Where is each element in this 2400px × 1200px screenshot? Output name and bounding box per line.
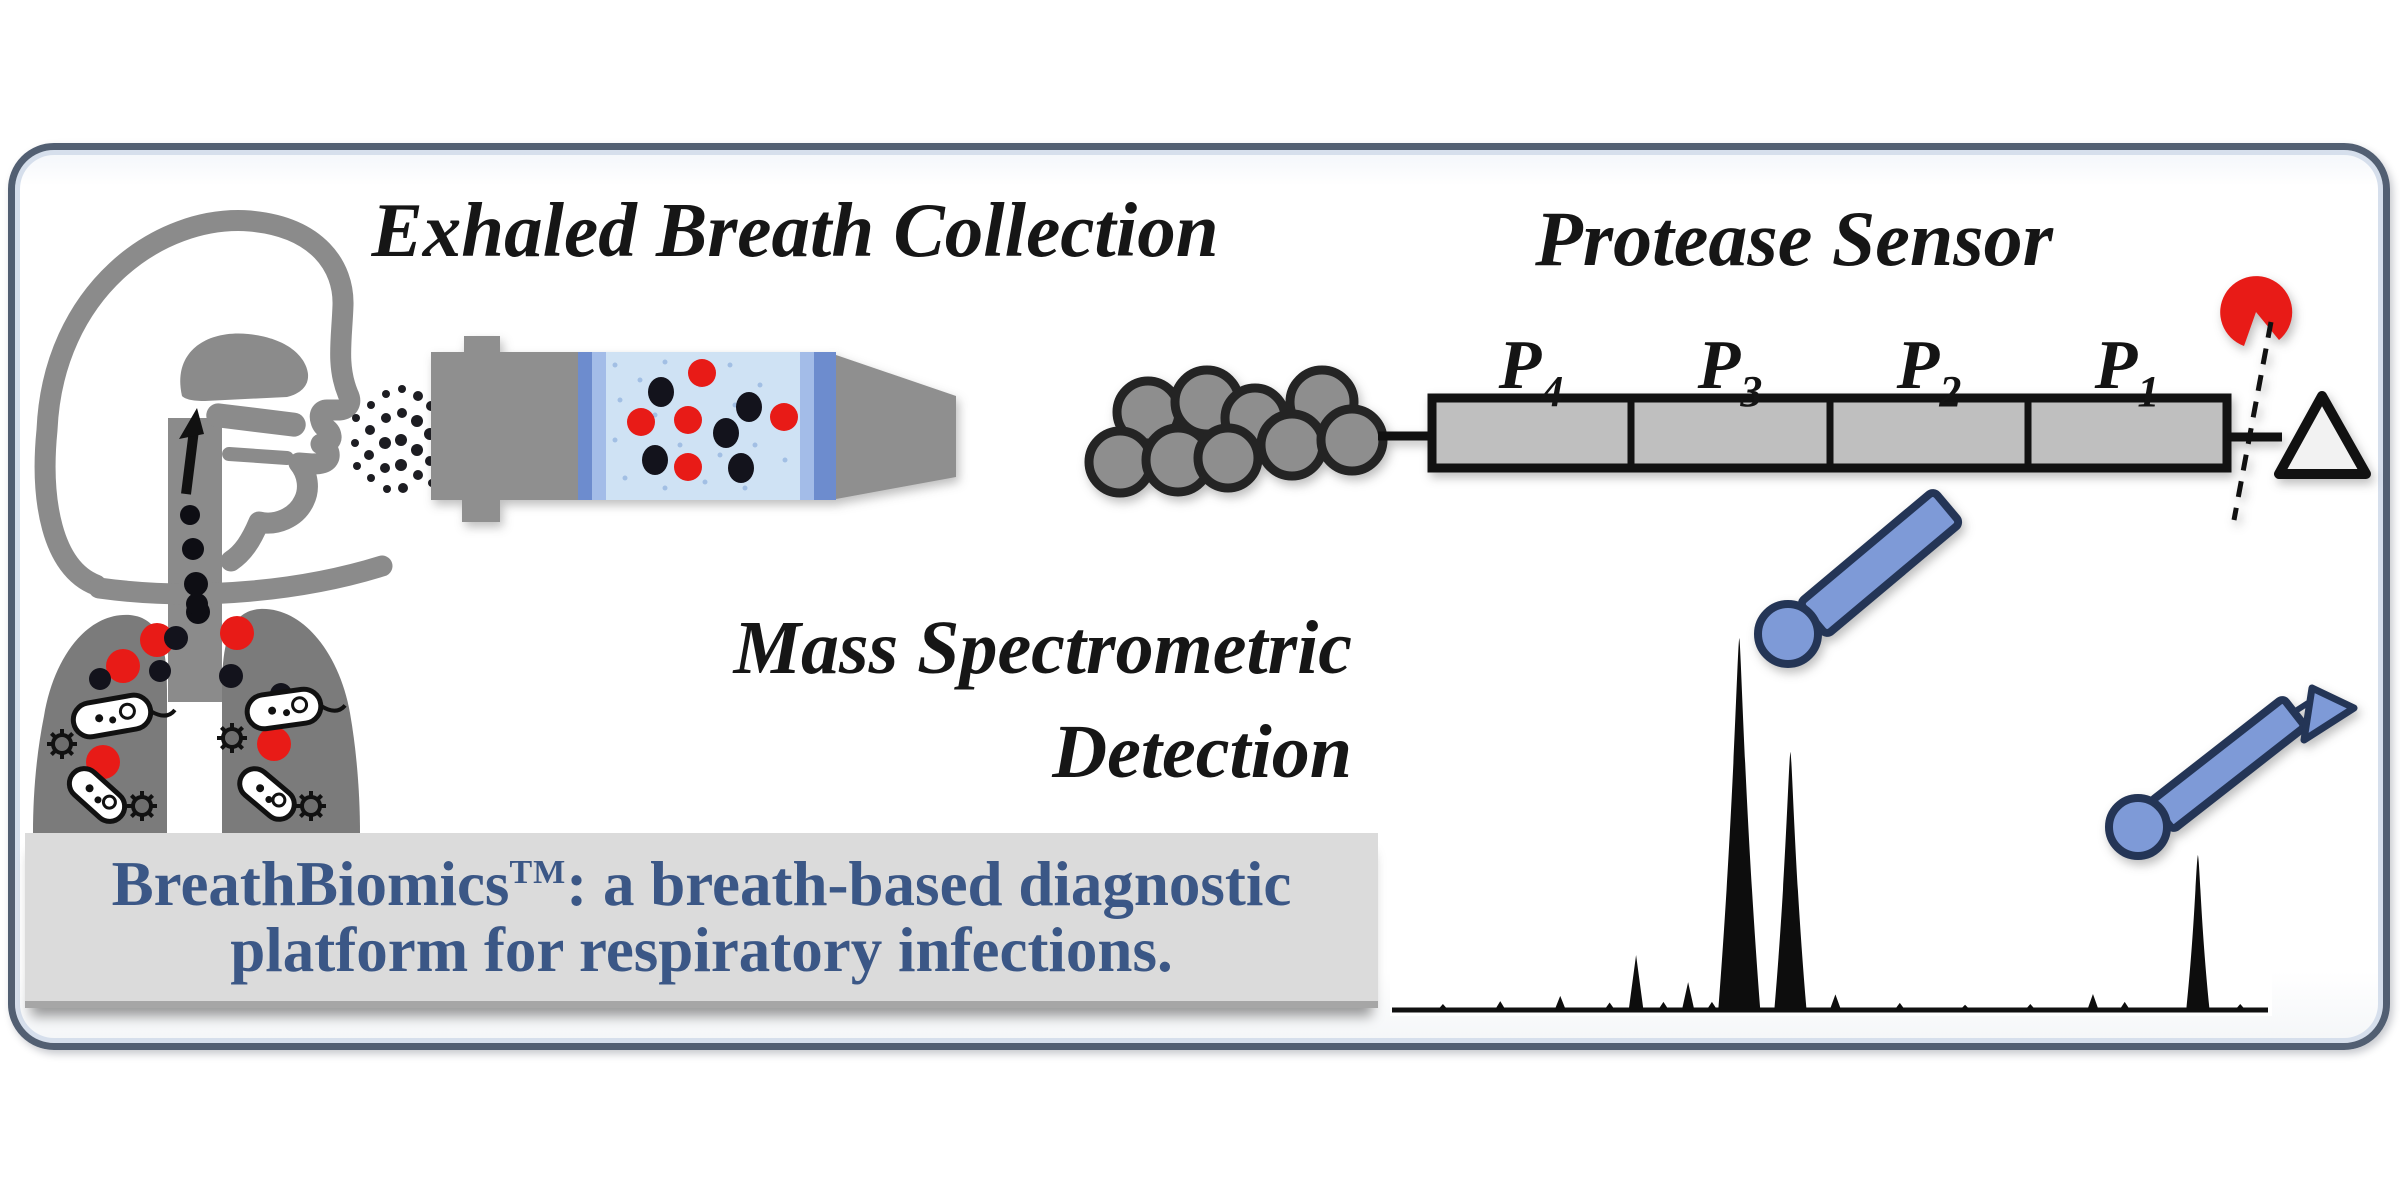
- mouth-interior-icon: [180, 333, 309, 466]
- mass-spectrum-panel: [1390, 489, 2358, 1016]
- ms-title-line1: Mass Spectrometric: [733, 606, 1352, 690]
- sensor-title: Protease Sensor: [1535, 195, 2053, 282]
- fragment-triangle-icon: [2300, 684, 2358, 744]
- residue-label-p4: P4: [1498, 327, 1564, 416]
- trachea-biomarker-dots: [180, 505, 210, 624]
- protein-globule-icon: [1084, 365, 1388, 498]
- trachea-icon: [168, 418, 222, 702]
- breath-collector-icon: [431, 336, 956, 522]
- patient-head-icon: [34, 210, 393, 605]
- carina-gap: [172, 701, 218, 833]
- bacteria-icons: [66, 686, 347, 824]
- anchor-triangle-icon: [2274, 391, 2371, 479]
- collection-title: Exhaled Breath Collection: [371, 187, 1219, 273]
- tagline-banner: BreathBiomicsTM: a breath-based diagnost…: [25, 833, 1378, 1008]
- ms-title-line2: Detection: [1052, 710, 1352, 795]
- trademark-symbol: TM: [509, 854, 567, 891]
- peptide-bar-icon: [1427, 393, 2232, 473]
- brand-name: BreathBiomics: [111, 849, 510, 919]
- cleaved-fragment-anchor-icon: [2105, 684, 2358, 860]
- lung-biomarker-dots: [86, 616, 292, 779]
- spray-dots-icon: [351, 385, 436, 493]
- shoulder-line: [88, 555, 393, 605]
- patient-figure-icon: [33, 210, 436, 833]
- virus-icons: [47, 723, 326, 821]
- tagline-line1-rest: : a breath-based diagnostic: [566, 849, 1292, 919]
- exhale-arrow-icon: [179, 408, 204, 495]
- cleaved-fragment-icon: [1754, 489, 1963, 668]
- captured-molecules: [627, 359, 798, 483]
- peptide-sensor-diagram: [1084, 276, 2371, 521]
- residue-label-p2: P2: [1896, 327, 1962, 416]
- tagline-line2: platform for respiratory infections.: [230, 915, 1173, 985]
- ms-title: Mass Spectrometric Detection: [640, 596, 1352, 804]
- residue-label-p1: P1: [2094, 327, 2160, 416]
- residue-label-p3: P3: [1697, 327, 1763, 416]
- lip-icon: [222, 446, 294, 466]
- cleavage-site-line: [2231, 321, 2274, 521]
- tagline-line1: BreathBiomicsTM: a breath-based diagnost…: [25, 853, 1378, 916]
- collector-nozzle: [836, 355, 956, 499]
- tongue-icon: [206, 403, 306, 437]
- protease-icon: [2220, 276, 2293, 346]
